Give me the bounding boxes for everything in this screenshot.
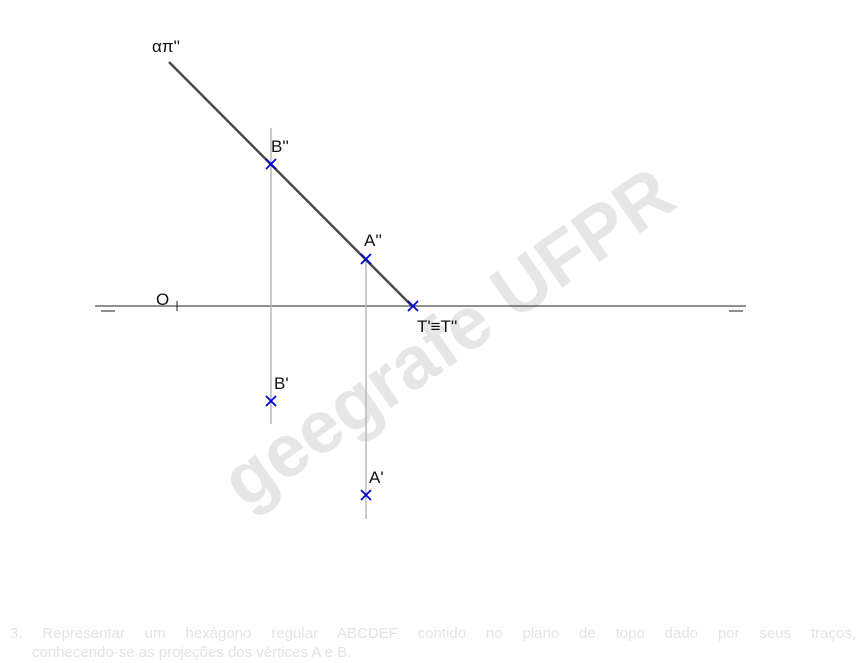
point-b-horizontal-marker — [265, 395, 277, 407]
label-plane-trace: απ'' — [152, 37, 180, 56]
exercise-caption-line-1: 3. Representar um hexágono regular ABCDE… — [10, 625, 856, 642]
point-a-horizontal-marker — [360, 489, 372, 501]
label-origin: O — [156, 290, 169, 309]
label-b-horizontal: B' — [274, 374, 289, 393]
point-t-marker — [407, 300, 419, 312]
plane-vertical-trace — [168, 61, 414, 308]
point-a-vertical-marker — [360, 253, 372, 265]
point-b-vertical-marker — [265, 158, 277, 170]
label-a-horizontal: A' — [369, 468, 384, 487]
label-a-vertical: A'' — [364, 231, 382, 250]
label-t-point: T'≡T'' — [417, 317, 457, 336]
watermark-text: geegrafe UFPR — [207, 151, 689, 523]
exercise-caption-line-2: conhecendo-se as projeções dos vértices … — [32, 644, 352, 661]
label-b-vertical: B'' — [271, 137, 289, 156]
